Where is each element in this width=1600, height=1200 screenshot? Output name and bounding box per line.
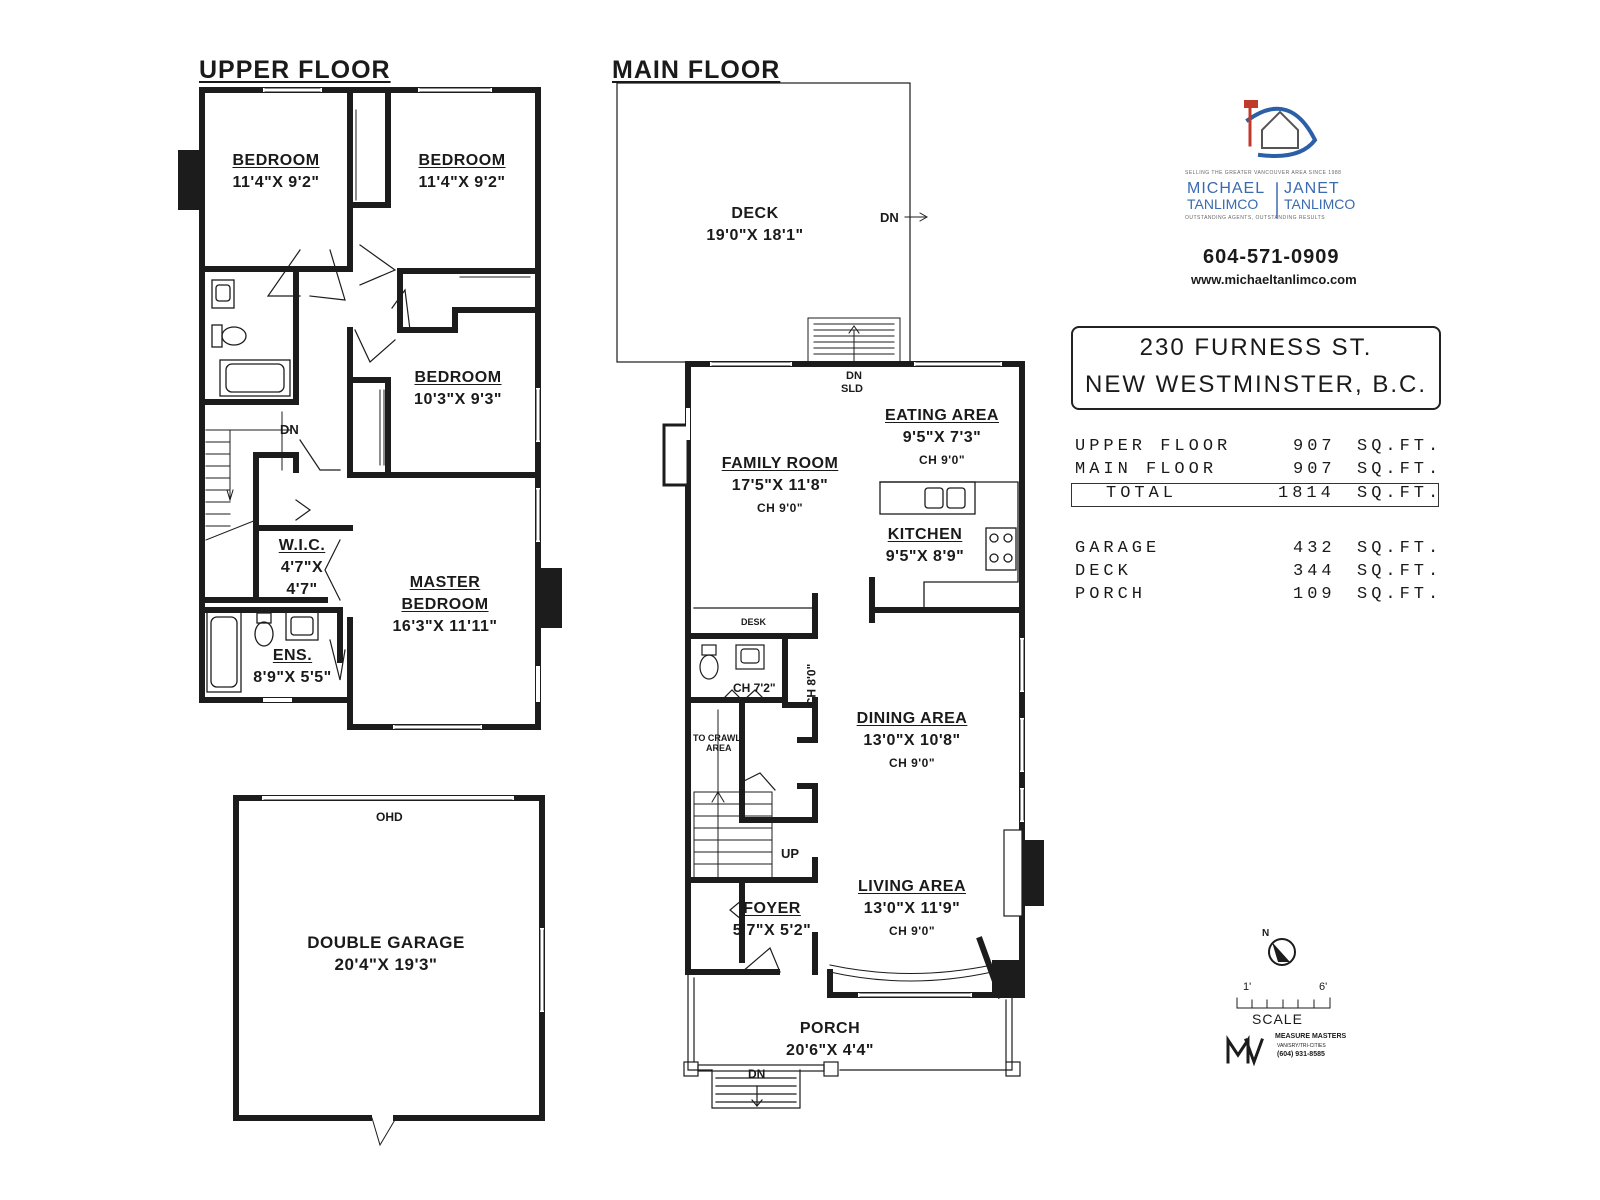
measurer-region: VAN/SRY/TRI-CITIES xyxy=(1277,1043,1326,1049)
area-value-garage: 432 xyxy=(1293,539,1336,558)
area-row-total: TOTAL xyxy=(1106,484,1178,503)
upper-floor-heading: UPPER FLOOR xyxy=(199,56,391,84)
closet-ceiling-label: CH 8'0" xyxy=(804,663,819,707)
agent-first-name-1: MICHAEL xyxy=(1187,180,1266,197)
area-unit-porch: SQ.FT. xyxy=(1357,585,1443,604)
north-arrow-icon xyxy=(1268,938,1296,966)
contact-phone: 604-571-0909 xyxy=(1203,246,1340,268)
room-ensuite: ENS.8'9"X 5'5" xyxy=(253,647,332,686)
scale-end-label: 6' xyxy=(1319,981,1328,993)
area-value-total: 1814 xyxy=(1278,484,1335,503)
deck-dn-label: DN xyxy=(880,210,899,225)
measurer-name: MEASURE MASTERS xyxy=(1275,1033,1347,1040)
desk-label: DESK xyxy=(741,617,767,627)
sliding-door-label: SLD xyxy=(841,383,863,395)
agent-last-name-2: TANLIMCO xyxy=(1284,196,1356,212)
main-stair-up-label: UP xyxy=(781,846,800,861)
address-line-1: 230 FURNESS ST. xyxy=(1139,334,1373,361)
address-line-2: NEW WESTMINSTER, B.C. xyxy=(1085,371,1427,398)
area-unit-upper: SQ.FT. xyxy=(1357,437,1443,456)
area-unit-garage: SQ.FT. xyxy=(1357,539,1443,558)
upper-floor-walls xyxy=(199,87,541,730)
crawl-space-label-2: AREA xyxy=(706,743,732,753)
measure-masters-logo xyxy=(1226,1035,1264,1067)
north-label: N xyxy=(1262,928,1270,939)
area-row-deck: DECK xyxy=(1075,562,1132,581)
area-unit-main: SQ.FT. xyxy=(1357,460,1443,479)
address-box: 230 FURNESS ST. NEW WESTMINSTER, B.C. xyxy=(1071,326,1441,410)
realtor-tagline: SELLING THE GREATER VANCOUVER AREA SINCE… xyxy=(1185,170,1342,176)
total-area-box xyxy=(1071,483,1439,507)
area-unit-deck: SQ.FT. xyxy=(1357,562,1443,581)
scale-bar xyxy=(1236,997,1331,1009)
area-row-garage: GARAGE xyxy=(1075,539,1161,558)
agent-first-name-2: JANET xyxy=(1284,180,1340,197)
realtor-slogan: OUTSTANDING AGENTS, OUTSTANDING RESULTS xyxy=(1185,215,1326,221)
area-row-main: MAIN FLOOR xyxy=(1075,460,1218,479)
deck-stair-dn-label: DN xyxy=(846,370,862,382)
powder-ceiling-label: CH 7'2" xyxy=(733,681,776,695)
agent-last-name-1: TANLIMCO xyxy=(1187,196,1259,212)
scale-label: SCALE xyxy=(1252,1011,1303,1027)
area-value-deck: 344 xyxy=(1293,562,1336,581)
area-value-main: 907 xyxy=(1293,460,1336,479)
area-unit-total: SQ.FT. xyxy=(1357,484,1443,503)
realtor-logo-graphic xyxy=(1244,100,1318,158)
area-row-porch: PORCH xyxy=(1075,585,1147,604)
upper-stair-dn-label: DN xyxy=(280,422,299,437)
area-value-upper: 907 xyxy=(1293,437,1336,456)
garage-door-label: OHD xyxy=(376,810,403,824)
contact-website[interactable]: www.michaeltanlimco.com xyxy=(1191,272,1357,287)
main-floor-heading: MAIN FLOOR xyxy=(612,56,781,84)
measurer-phone: (604) 931-8585 xyxy=(1277,1051,1325,1058)
crawl-space-label-1: TO CRAWL xyxy=(693,733,741,743)
area-row-upper: UPPER FLOOR xyxy=(1075,437,1232,456)
area-value-porch: 109 xyxy=(1293,585,1336,604)
scale-start-label: 1' xyxy=(1243,981,1252,993)
porch-stair-dn-label: DN xyxy=(748,1067,766,1081)
